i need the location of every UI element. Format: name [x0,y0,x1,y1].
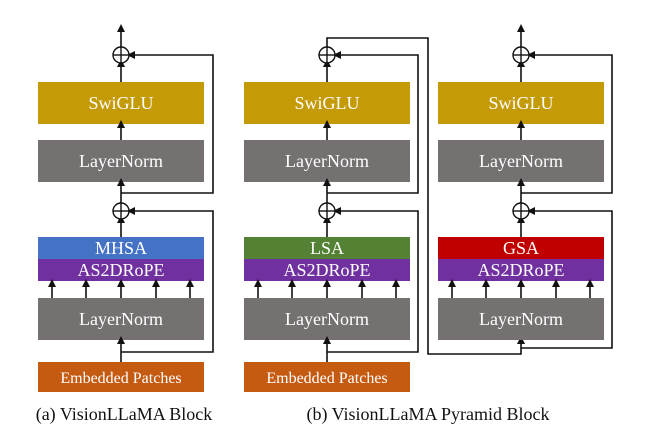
a-layernorm-bottom-label: LayerNorm [79,309,163,329]
b-left-add-icon-upper [318,46,336,64]
a-residual-lower [121,207,214,353]
b-right-swiglu-block [438,82,604,124]
b-left-rope-label: AS2DRoPE [283,260,370,280]
b-left-to-right-connector [326,37,525,355]
b-left-layernorm-top-block [244,140,410,182]
a-rope-label: AS2DRoPE [77,260,164,280]
b-left-lsa-block [244,237,410,259]
a-swiglu-block [38,82,204,124]
b-right-token-arrows [448,279,594,298]
a-swiglu-label: SwiGLU [88,93,153,113]
a-layernorm-top-block [38,140,204,182]
a-layernorm-top-label: LayerNorm [79,151,163,171]
b-right-add-icon-upper [512,46,530,64]
a-mhsa-label: MHSA [95,238,147,258]
b-left-residual-upper [327,51,419,194]
b-embedded-patches-label: Embedded Patches [266,370,387,387]
b-left-swiglu-label: SwiGLU [294,93,359,113]
b-right-add-icon-lower [512,202,530,220]
b-embedded-patches-block [244,362,410,392]
b-right-residual-upper [521,51,613,194]
a-add-icon-upper [112,46,130,64]
b-right-residual-lower [521,207,613,349]
a-embedded-patches-label: Embedded Patches [60,370,181,387]
panel-b-right: SwiGLU LayerNorm GSA AS2DRoPE LayerNorm [306,24,613,425]
panel-a: SwiGLU LayerNorm MHSA AS2DRoPE LayerNorm… [36,24,214,425]
a-token-arrows [48,279,194,298]
b-caption: (b) VisionLLaMA Pyramid Block [306,404,549,425]
b-right-rope-block [438,259,604,281]
a-embedded-patches-block [38,362,204,392]
b-left-residual-lower [327,207,419,353]
a-layernorm-bottom-block [38,298,204,340]
a-add-icon-lower [112,202,130,220]
a-caption: (a) VisionLLaMA Block [36,404,213,425]
a-rope-block [38,259,204,281]
a-residual-upper [121,51,214,194]
b-left-lsa-label: LSA [310,238,344,258]
b-right-gsa-block [438,237,604,259]
b-left-layernorm-top-label: LayerNorm [285,151,369,171]
b-left-token-arrows [254,279,400,298]
panel-b-left: SwiGLU LayerNorm LSA AS2DRoPE LayerNorm … [244,37,525,392]
b-right-layernorm-top-label: LayerNorm [479,151,563,171]
b-left-layernorm-bottom-block [244,298,410,340]
b-left-rope-block [244,259,410,281]
b-right-gsa-label: GSA [503,238,539,258]
b-right-layernorm-bottom-block [438,298,604,340]
b-right-rope-label: AS2DRoPE [477,260,564,280]
b-right-swiglu-label: SwiGLU [488,93,553,113]
b-right-layernorm-top-block [438,140,604,182]
b-left-add-icon-lower [318,202,336,220]
b-left-layernorm-bottom-label: LayerNorm [285,309,369,329]
b-right-layernorm-bottom-label: LayerNorm [479,309,563,329]
b-left-swiglu-block [244,82,410,124]
a-mhsa-block [38,237,204,259]
